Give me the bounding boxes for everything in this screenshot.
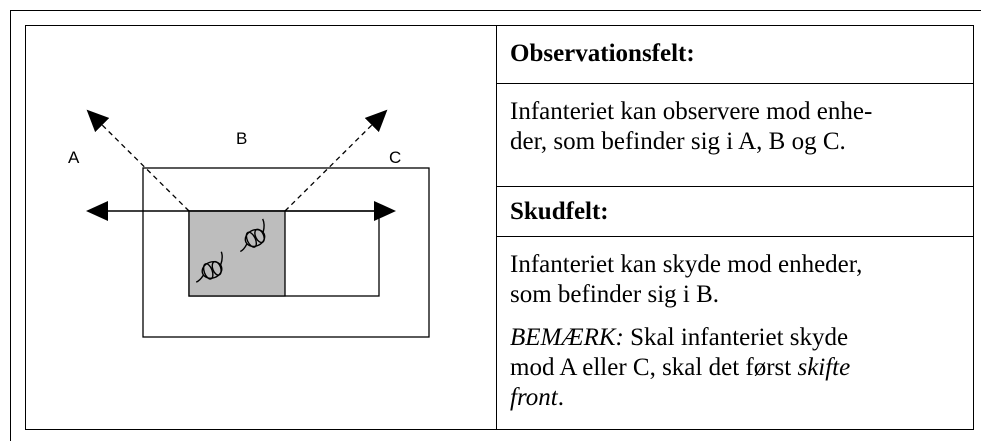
observation-text-line1: Infanteriet kan observere mod enhe-	[510, 98, 873, 125]
diagram-cell: A B C	[26, 26, 497, 429]
note-label: BEMÆRK:	[510, 324, 624, 351]
label-b: B	[236, 129, 247, 148]
note-line3-rest: .	[557, 384, 564, 411]
text-column: Observationsfelt: Infanteriet kan observ…	[497, 26, 973, 429]
observation-text: Infanteriet kan observere mod enhe- der,…	[510, 97, 963, 157]
fire-text: Infanteriet kan skyde mod enheder, som b…	[510, 250, 963, 310]
observation-text-row: Infanteriet kan observere mod enhe- der,…	[497, 84, 973, 187]
observation-line-right	[284, 109, 388, 212]
frame-top-line	[10, 10, 981, 11]
label-c: C	[389, 148, 401, 167]
note-line1-rest: Skal infanteriet skyde	[623, 324, 849, 351]
observation-line-left	[86, 109, 190, 212]
fire-text-row: Infanteriet kan skyde mod enheder, som b…	[497, 237, 973, 429]
observation-text-line2: der, som befinder sig i A, B og C.	[510, 128, 846, 155]
note-line2-em: skifte	[797, 354, 851, 381]
observation-heading-row: Observationsfelt:	[497, 26, 973, 84]
fire-text-line1: Infanteriet kan skyde mod enheder,	[510, 251, 863, 278]
label-a: A	[68, 148, 80, 167]
note-line2-start: mod A eller C, skal det først	[510, 354, 798, 381]
info-table: A B C Observationsfelt: Infanteriet kan …	[25, 25, 974, 430]
terrain-rectangle	[142, 167, 430, 338]
infantry-square	[188, 210, 286, 297]
frame-left-line	[10, 10, 11, 441]
fire-heading-row: Skudfelt:	[497, 187, 973, 237]
fire-heading: Skudfelt:	[510, 198, 609, 225]
note-line3-em: front	[510, 384, 558, 411]
infantry-figure-icon	[195, 218, 266, 283]
fire-note: BEMÆRK: Skal infanteriet skyde mod A ell…	[510, 323, 963, 413]
field-diagram: A B C	[68, 109, 430, 338]
fire-text-line2: som befinder sig i B.	[510, 281, 720, 308]
observation-heading: Observationsfelt:	[510, 40, 695, 67]
